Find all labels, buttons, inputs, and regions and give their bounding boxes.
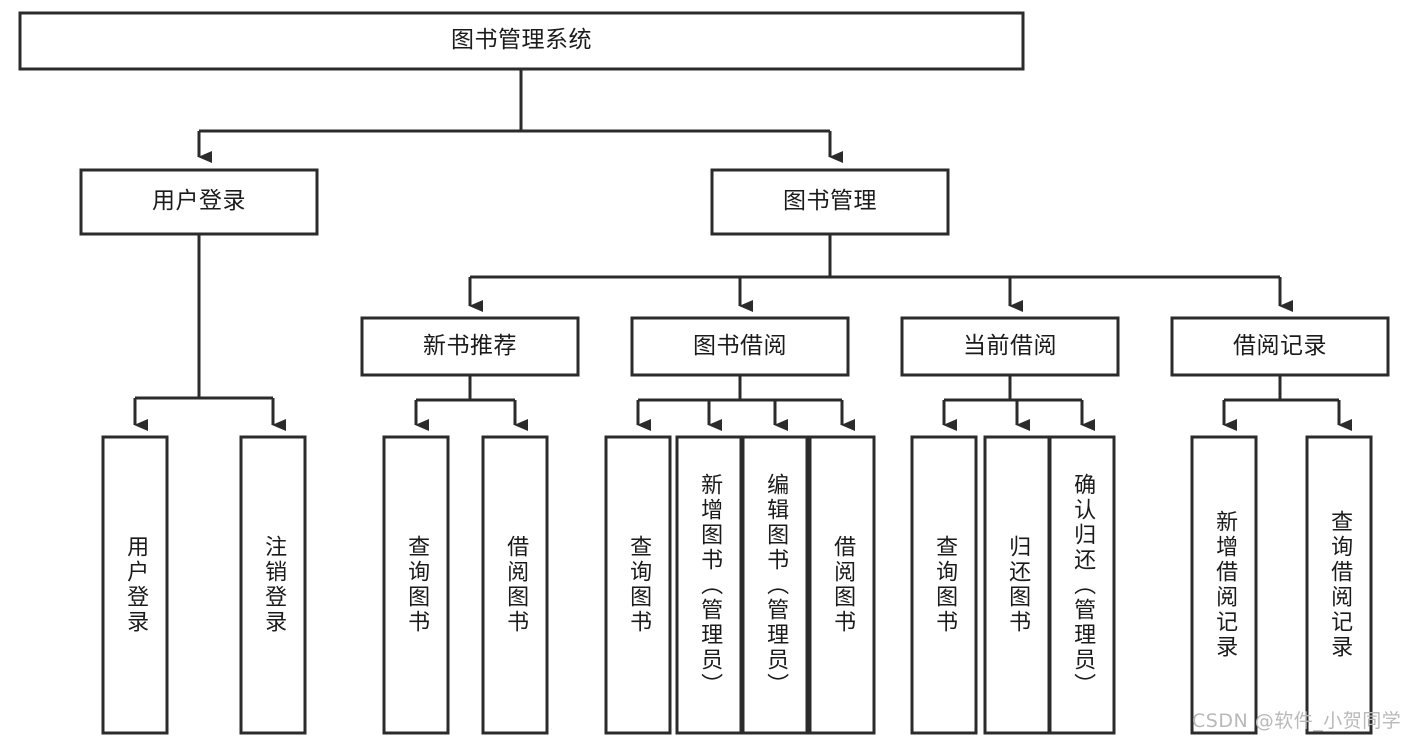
node-box-leaf-query-borrow-record[interactable] — [1305, 435, 1373, 735]
node-box-borrow-record[interactable] — [1170, 316, 1390, 377]
node-box-user-login[interactable] — [79, 168, 319, 236]
node-box-current-borrow[interactable] — [900, 316, 1120, 377]
node-box-leaf-confirm-return-admin[interactable] — [1048, 435, 1116, 735]
node-box-leaf-edit-book-admin[interactable] — [741, 435, 809, 735]
node-box-leaf-query-book-borrow[interactable] — [604, 435, 672, 735]
node-box-leaf-query-book-recommend[interactable] — [382, 435, 450, 735]
node-box-leaf-user-login[interactable] — [101, 435, 169, 735]
node-box-leaf-add-borrow-record[interactable] — [1190, 435, 1258, 735]
node-box-leaf-logout[interactable] — [239, 435, 307, 735]
node-box-leaf-query-book-current[interactable] — [910, 435, 978, 735]
node-box-book-borrow[interactable] — [630, 316, 850, 377]
node-box-book-management[interactable] — [710, 168, 950, 236]
node-box-leaf-return-book[interactable] — [983, 435, 1051, 735]
node-boxes-layer — [18, 11, 1390, 735]
node-box-leaf-borrow-book-recommend[interactable] — [481, 435, 549, 735]
node-box-root[interactable] — [18, 11, 1025, 71]
csdn-watermark: CSDN @软件_小贺同学 — [1192, 710, 1402, 732]
node-box-leaf-borrow-book-borrow[interactable] — [808, 435, 876, 735]
connectors-layer — [133, 69, 1352, 431]
node-box-new-book-recommend[interactable] — [360, 316, 580, 377]
node-box-leaf-add-book-admin[interactable] — [675, 435, 743, 735]
